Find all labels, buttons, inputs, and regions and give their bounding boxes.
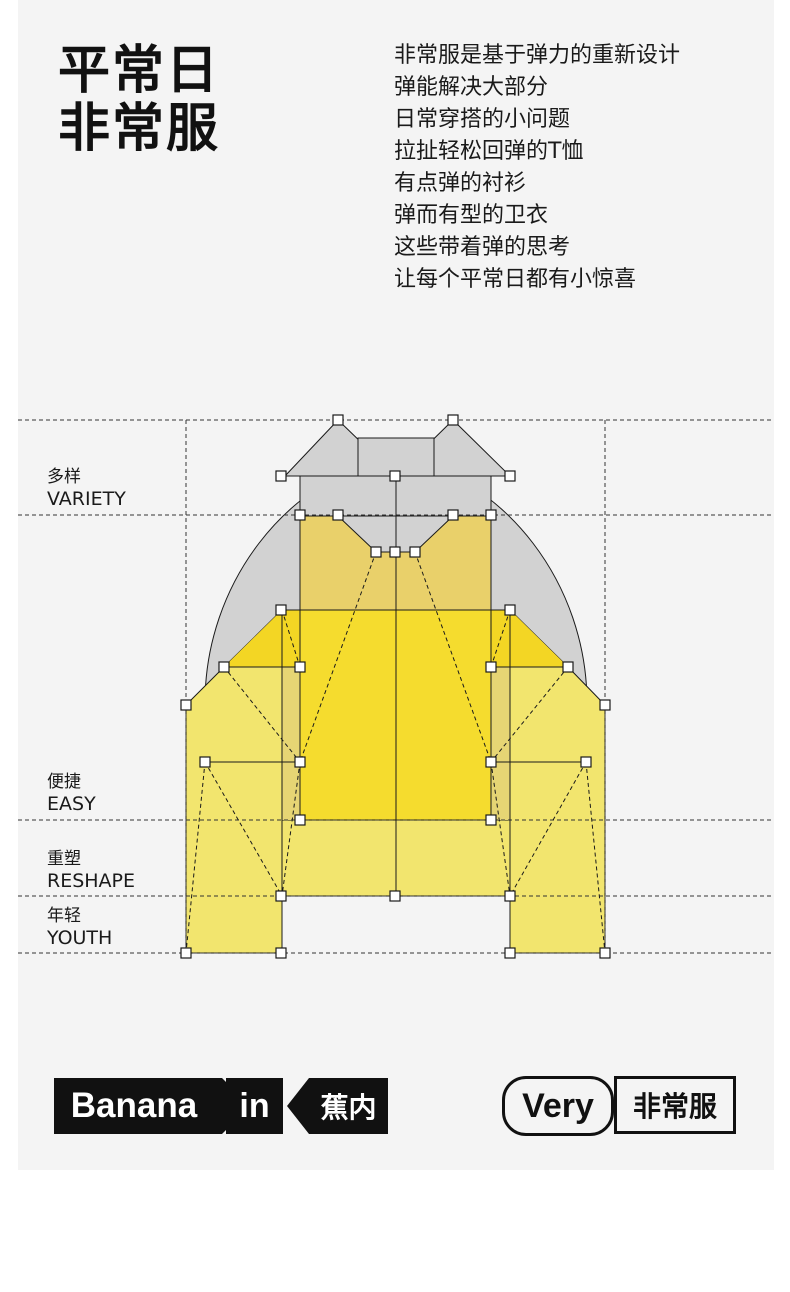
control-node	[294, 814, 306, 826]
control-node	[294, 509, 306, 521]
title-line-1: 平常日	[58, 41, 221, 101]
control-node	[389, 890, 401, 902]
label-easy-en: EASY	[47, 793, 96, 815]
control-node	[409, 546, 421, 558]
control-node	[562, 661, 574, 673]
shoulder-left-bright	[224, 610, 300, 667]
description-line: 有点弹的衬衫	[394, 171, 527, 196]
logo-very-text: Very	[502, 1076, 614, 1136]
control-node	[199, 756, 211, 768]
control-node	[180, 947, 192, 959]
description-line: 这些带着弹的思考	[394, 235, 571, 260]
control-node	[332, 509, 344, 521]
side-panel-left	[282, 667, 300, 820]
label-youth: 年轻 YOUTH	[47, 906, 112, 949]
description-line: 弹能解决大部分	[394, 75, 549, 100]
control-node	[485, 756, 497, 768]
control-node	[294, 661, 306, 673]
title-line-2: 非常服	[58, 99, 221, 159]
control-node	[504, 470, 516, 482]
control-node	[370, 546, 382, 558]
label-easy: 便捷 EASY	[47, 772, 96, 815]
vertical-guides	[185, 420, 606, 953]
control-node	[504, 890, 516, 902]
description-line: 让每个平常日都有小惊喜	[394, 267, 637, 292]
label-variety: 多样 VARIETY	[47, 467, 126, 510]
control-node	[599, 699, 611, 711]
control-node	[275, 890, 287, 902]
control-node	[485, 509, 497, 521]
description-line: 非常服是基于弹力的重新设计	[394, 43, 681, 68]
control-node	[485, 661, 497, 673]
logo-in-text: in	[226, 1078, 283, 1134]
description-line: 弹而有型的卫衣	[394, 203, 549, 228]
logo-feichangfu-text: 非常服	[614, 1076, 736, 1134]
label-easy-zh: 便捷	[47, 772, 81, 792]
control-node	[447, 414, 459, 426]
control-node	[580, 756, 592, 768]
logo-banana-text: Banana	[54, 1078, 222, 1134]
control-node	[447, 509, 459, 521]
logo-chevron-left	[287, 1078, 309, 1134]
control-node	[389, 546, 401, 558]
description-list: 非常服是基于弹力的重新设计 弹能解决大部分 日常穿搭的小问题 拉扯轻松回弹的T恤…	[394, 40, 680, 296]
label-reshape-en: RESHAPE	[47, 870, 136, 892]
label-youth-zh: 年轻	[47, 906, 81, 926]
control-node	[294, 756, 306, 768]
control-node	[275, 604, 287, 616]
construction-lines	[185, 551, 606, 954]
control-node	[275, 947, 287, 959]
control-node	[275, 470, 287, 482]
label-variety-zh: 多样	[47, 467, 81, 487]
side-panel-right	[491, 667, 510, 820]
label-reshape: 重塑 RESHAPE	[47, 849, 135, 892]
label-variety-en: VARIETY	[47, 488, 126, 510]
control-node	[389, 470, 401, 482]
description-line: 拉扯轻松回弹的T恤	[394, 139, 584, 164]
label-youth-en: YOUTH	[47, 927, 113, 949]
description-line: 日常穿搭的小问题	[394, 107, 571, 132]
control-node	[504, 947, 516, 959]
control-nodes	[180, 414, 611, 959]
control-node	[485, 814, 497, 826]
control-node	[218, 661, 230, 673]
page-title: 平常日 非常服	[58, 42, 220, 158]
control-node	[332, 414, 344, 426]
control-node	[180, 699, 192, 711]
logo-jiaonei-text: 蕉内	[309, 1078, 388, 1134]
label-reshape-zh: 重塑	[47, 849, 81, 869]
control-node	[599, 947, 611, 959]
control-node	[504, 604, 516, 616]
collar-back	[357, 437, 435, 477]
